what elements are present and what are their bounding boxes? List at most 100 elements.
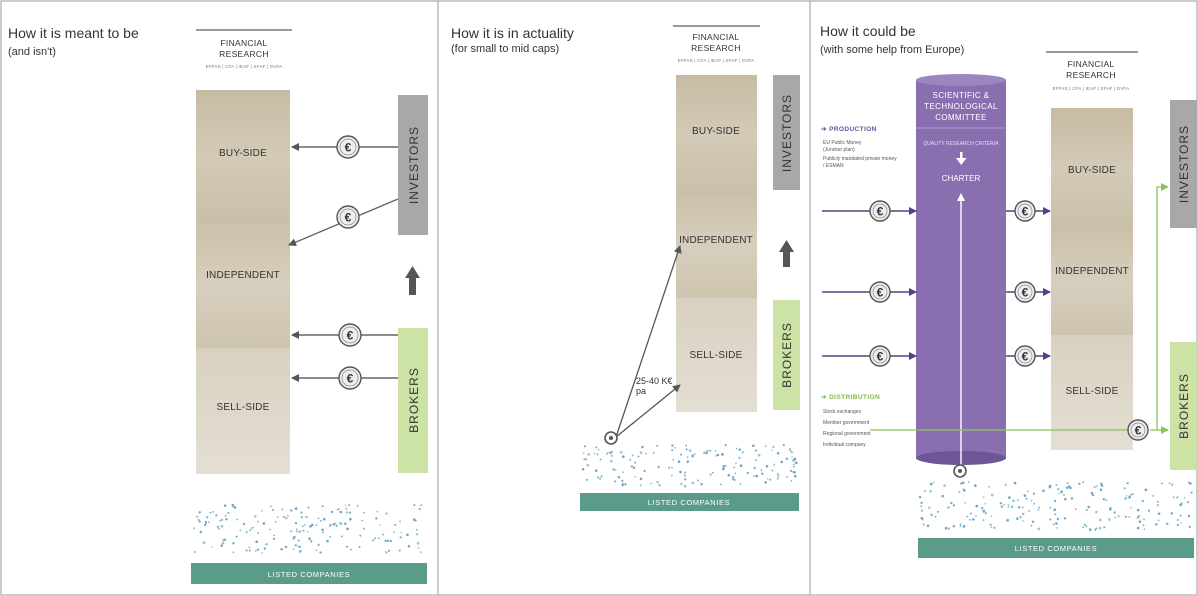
company-dot bbox=[959, 523, 962, 526]
company-dot bbox=[586, 463, 590, 467]
company-dot bbox=[1092, 494, 1095, 497]
company-dot bbox=[705, 451, 708, 455]
company-dot bbox=[363, 511, 365, 514]
company-dot bbox=[330, 510, 334, 514]
quality-criteria-label: QUALITY RESEARCH CRITERIA bbox=[923, 141, 999, 147]
company-dot bbox=[1170, 512, 1174, 515]
company-dot bbox=[261, 552, 264, 554]
company-dot bbox=[790, 450, 793, 453]
company-dot bbox=[735, 447, 738, 450]
company-dot bbox=[265, 543, 268, 546]
company-dot bbox=[680, 453, 683, 456]
company-dot bbox=[349, 517, 352, 521]
company-dot bbox=[280, 548, 283, 551]
company-dot bbox=[398, 549, 401, 552]
research-title-line-2: RESEARCH bbox=[1066, 70, 1116, 80]
company-dot bbox=[753, 475, 755, 477]
company-dot bbox=[1113, 511, 1116, 514]
company-dot bbox=[1171, 483, 1174, 486]
company-dot bbox=[932, 481, 935, 483]
company-dot bbox=[1012, 499, 1015, 503]
company-dot bbox=[416, 541, 420, 545]
company-dot bbox=[1103, 526, 1106, 529]
company-dot bbox=[746, 471, 749, 474]
company-dot bbox=[611, 451, 613, 453]
company-dot bbox=[407, 545, 411, 548]
company-dot bbox=[683, 471, 687, 474]
panel-actuality: How it is in actuality (for small to mid… bbox=[451, 25, 800, 511]
company-dot bbox=[284, 545, 288, 549]
company-dot bbox=[1176, 523, 1180, 527]
label-buy-side: BUY-SIDE bbox=[1068, 165, 1116, 176]
research-title-line-2: RESEARCH bbox=[691, 43, 741, 53]
company-dot bbox=[731, 478, 734, 481]
production-item: Publicly mandated private money bbox=[823, 156, 897, 162]
euro-coin-icon: € bbox=[1014, 281, 1036, 303]
company-dot bbox=[1056, 527, 1058, 529]
company-dot bbox=[306, 531, 309, 533]
company-dot bbox=[271, 508, 275, 512]
company-dot bbox=[597, 448, 600, 451]
euro-coin-icon: € bbox=[869, 281, 891, 303]
company-dot bbox=[223, 538, 227, 541]
svg-text:€: € bbox=[877, 286, 884, 300]
company-dot bbox=[250, 527, 253, 530]
company-dot bbox=[235, 535, 238, 538]
company-dot bbox=[371, 539, 375, 542]
company-dot bbox=[1152, 495, 1154, 497]
company-dot bbox=[1038, 506, 1041, 509]
company-dot bbox=[1028, 509, 1031, 512]
company-dot bbox=[193, 550, 197, 554]
company-dot bbox=[262, 522, 266, 525]
company-dot bbox=[1037, 508, 1040, 511]
company-dot bbox=[1136, 526, 1140, 530]
company-dot bbox=[974, 484, 977, 487]
companies-dot-field bbox=[918, 481, 1193, 531]
company-dot bbox=[581, 468, 585, 471]
company-dot bbox=[332, 523, 336, 526]
company-dot bbox=[773, 463, 776, 466]
company-dot bbox=[1183, 496, 1186, 499]
company-dot bbox=[1066, 482, 1069, 485]
production-item: EU Public Money bbox=[823, 140, 862, 146]
company-dot bbox=[769, 478, 772, 481]
company-dot bbox=[1180, 521, 1182, 524]
company-dot bbox=[716, 453, 720, 457]
company-dot bbox=[394, 523, 397, 526]
company-dot bbox=[217, 527, 220, 530]
company-dot bbox=[335, 524, 338, 527]
company-dot bbox=[766, 478, 769, 480]
company-dot bbox=[967, 481, 970, 483]
label-independent: INDEPENDENT bbox=[1055, 266, 1129, 277]
company-dot bbox=[617, 476, 621, 479]
company-dot bbox=[317, 517, 320, 520]
company-dot bbox=[1017, 506, 1021, 509]
company-dot bbox=[959, 525, 962, 528]
euro-coin-icon: € bbox=[1014, 345, 1036, 367]
panel-subtitle: (with some help from Europe) bbox=[820, 44, 964, 56]
company-dot bbox=[344, 522, 347, 526]
company-dot bbox=[255, 540, 259, 544]
company-dot bbox=[1085, 508, 1088, 512]
company-dot bbox=[304, 524, 306, 526]
company-dot bbox=[344, 504, 347, 507]
company-dot bbox=[348, 511, 352, 514]
company-dot bbox=[785, 457, 789, 461]
company-dot bbox=[292, 548, 295, 551]
company-dot bbox=[339, 522, 343, 526]
company-dot bbox=[712, 471, 714, 474]
company-dot bbox=[269, 528, 271, 531]
company-dot bbox=[771, 469, 774, 472]
company-dot bbox=[969, 518, 971, 521]
company-dot bbox=[637, 455, 640, 458]
company-dot bbox=[793, 463, 795, 466]
production-heading: ➔ PRODUCTION bbox=[821, 126, 877, 133]
svg-text:€: € bbox=[345, 141, 352, 155]
company-dot bbox=[359, 534, 362, 537]
company-dot bbox=[1085, 525, 1088, 528]
company-dot bbox=[362, 527, 365, 530]
company-dot bbox=[1016, 517, 1019, 520]
company-dot bbox=[384, 539, 387, 542]
company-dot bbox=[739, 464, 743, 468]
company-dot bbox=[1023, 494, 1027, 497]
